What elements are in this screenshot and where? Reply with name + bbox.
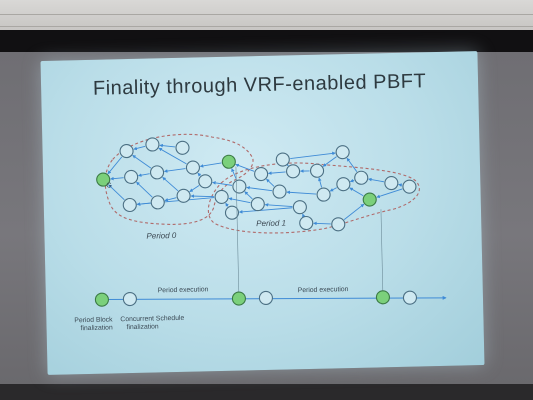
block-node <box>331 217 346 232</box>
dag-edge <box>199 162 222 168</box>
block-node <box>310 163 325 178</box>
dag-edge <box>110 176 124 181</box>
period-0-outline <box>104 133 254 225</box>
dag-edge <box>398 183 403 187</box>
ceiling-grid-line <box>0 14 533 15</box>
dag-edge <box>108 184 125 201</box>
block-node <box>119 144 134 159</box>
dag-edge <box>266 178 275 187</box>
finalized-block-node <box>221 154 236 169</box>
schedule-finalization-label-line-2: finalization <box>126 323 158 331</box>
dag-edge <box>246 186 273 192</box>
period-0-label: Period 0 <box>146 231 177 241</box>
dag-edge <box>244 191 253 200</box>
block-node <box>354 170 369 185</box>
dag-edge <box>107 156 123 175</box>
dag-edge <box>238 207 293 214</box>
dag-edge <box>162 176 179 192</box>
block-node <box>402 179 417 194</box>
timeline-schedule-node <box>258 290 273 305</box>
dag-edge <box>318 177 323 188</box>
screen-bottom-shadow <box>0 384 533 400</box>
dag-edge <box>136 197 215 206</box>
dag-edge <box>190 194 215 198</box>
dag-edge <box>164 197 177 202</box>
block-node <box>254 166 269 182</box>
dag-edge <box>313 221 331 226</box>
dag-edge <box>228 197 251 204</box>
schedule-finalization-label-line-1: Concurrent Schedule <box>120 315 184 323</box>
dag-edge <box>267 171 286 175</box>
block-finalization-label-line-2: finalization <box>80 324 112 332</box>
dag-edge <box>137 173 150 177</box>
block-node <box>185 160 201 175</box>
block-node <box>384 176 399 191</box>
dag-edge <box>235 163 255 172</box>
block-node <box>335 145 350 160</box>
block-node <box>124 169 139 185</box>
block-node <box>214 189 229 204</box>
block-node <box>176 188 191 203</box>
dag-edge <box>286 190 317 195</box>
dag-edge <box>231 168 237 180</box>
dag-edge <box>136 181 153 198</box>
dag-edge <box>163 168 186 173</box>
dag-edge <box>349 178 355 183</box>
block-node <box>292 200 307 215</box>
finalized-block-node <box>96 172 111 187</box>
timeline-schedule-node <box>122 291 137 307</box>
block-node <box>250 197 265 212</box>
block-node <box>122 197 137 213</box>
guide-line-period-1 <box>380 209 384 298</box>
genesis-node-label: G <box>106 182 112 189</box>
timeline-block-node <box>231 291 246 306</box>
dag-edge <box>290 151 336 160</box>
timeline-block-node <box>375 290 390 305</box>
dag-edge <box>329 187 337 192</box>
dag-nodes <box>96 137 417 232</box>
dag-edge <box>159 143 176 148</box>
dag-edge <box>158 147 187 165</box>
dag-edge <box>212 181 233 186</box>
period-1-label: Period 1 <box>256 218 286 228</box>
block-node <box>198 174 213 189</box>
dag-diagram: G Period 0 Period 1 Period execution Per… <box>74 133 447 332</box>
dag-edge <box>302 213 306 218</box>
timeline-block-node <box>94 292 109 307</box>
block-node <box>232 179 247 194</box>
dag-edge <box>197 172 202 177</box>
dag-edge <box>225 202 229 207</box>
dag-edge <box>343 203 365 221</box>
guide-line-period-0 <box>235 166 240 299</box>
finalized-block-node <box>362 192 377 207</box>
block-node <box>286 164 301 179</box>
dag-edge <box>189 185 200 192</box>
block-node <box>145 137 160 152</box>
dag-edge <box>349 187 364 197</box>
block-node <box>224 205 240 220</box>
timeline-schedule-node <box>402 290 418 305</box>
block-node <box>299 215 314 231</box>
block-node <box>275 152 290 167</box>
period-execution-label: Period execution <box>298 286 349 294</box>
block-node <box>272 184 287 199</box>
block-finalization-label-line-1: Period Block <box>74 316 113 324</box>
dag-edge <box>322 156 337 167</box>
block-node <box>150 165 165 180</box>
dag-edge <box>132 154 152 169</box>
dag-edges <box>107 143 403 226</box>
presentation-slide: Finality through VRF-enabled PBFT G Peri… <box>40 51 485 375</box>
projector-screen-frame <box>0 30 533 52</box>
ceiling-grid-line <box>0 26 533 27</box>
dag-edge <box>368 177 385 183</box>
dag-edge <box>346 157 358 172</box>
dag-edge <box>133 145 146 151</box>
block-node <box>336 177 351 192</box>
block-node <box>175 140 190 155</box>
dag-edge <box>376 188 403 199</box>
period-execution-label: Period execution <box>158 286 209 294</box>
block-node <box>316 187 331 202</box>
block-node <box>150 195 165 210</box>
dag-edge <box>264 203 293 208</box>
